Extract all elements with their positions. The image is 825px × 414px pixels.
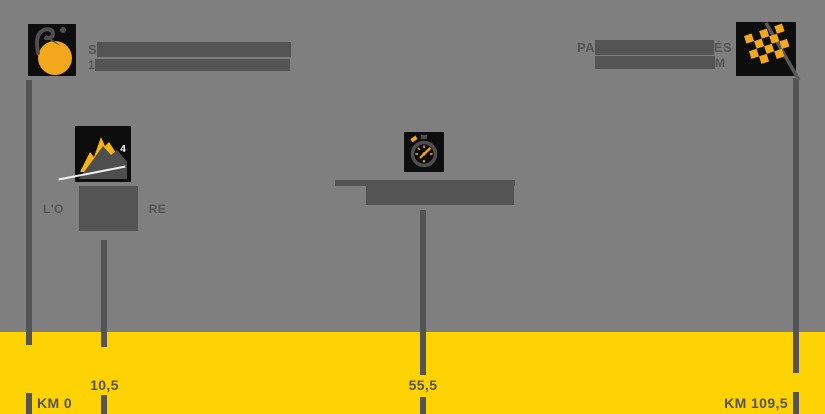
redacted-text (95, 59, 291, 71)
finish-town-fragment-end: ÉS (713, 40, 733, 55)
climb-name-fragment-end: RE (148, 201, 167, 216)
climb-name-line: L'O RE (43, 186, 166, 231)
timecheck-axis-line (420, 210, 426, 375)
finish-town-line: PA ÉS (577, 40, 732, 55)
km-109-5-label: KM 109,5 (724, 395, 788, 411)
km10-5-tick (101, 395, 107, 414)
climb-category-number: 4 (120, 144, 126, 155)
start-info-line: 1 (88, 58, 291, 72)
start-town-fragment: S (88, 42, 98, 57)
climb-axis-line (101, 240, 107, 347)
redacted-text (335, 180, 515, 186)
category-4-climb-icon: 4 (75, 126, 131, 182)
redacted-text (366, 186, 514, 205)
redacted-text (594, 40, 714, 55)
redacted-text (97, 42, 292, 57)
finish-info-fragment: M (715, 55, 726, 70)
km-scale-band (0, 332, 825, 414)
km109-5-tick (793, 392, 799, 414)
start-town-line: S (88, 42, 292, 57)
redacted-text (78, 186, 138, 231)
km0-tick (26, 393, 32, 414)
km-10-5-label: 10,5 (90, 377, 119, 393)
start-axis-line (26, 80, 32, 345)
start-cyclist-icon (28, 24, 76, 76)
km-55-5-label: 55,5 (408, 377, 438, 393)
km55-5-tick (420, 397, 426, 414)
finish-info-line: M (595, 55, 726, 70)
finish-checkered-flag-icon (736, 22, 801, 81)
finish-axis-line (793, 78, 799, 373)
km-0-label: KM 0 (37, 395, 73, 411)
finish-town-fragment-start: PA (577, 40, 595, 55)
redacted-text (595, 56, 715, 69)
start-info-fragment: 1 (88, 58, 96, 72)
stopwatch-icon (404, 132, 444, 172)
climb-name-fragment-start: L'O (43, 201, 64, 216)
